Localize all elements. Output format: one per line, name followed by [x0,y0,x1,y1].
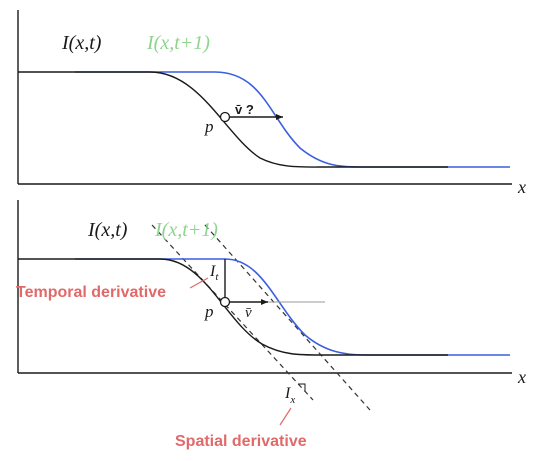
top-point-p [219,111,231,123]
top-x-axis-label: x [517,177,526,197]
Ix-label: Ix [284,385,295,406]
bottom-point-p [219,296,231,308]
Ix-label-sub: x [289,394,295,406]
top-label-It1: I(x,t+1) [146,32,210,54]
top-panel: x I(x,t) I(x,t+1) p v̄ ? [17,10,526,197]
dashed-tangent-right [204,224,371,411]
temporal-derivative-pointer [189,277,209,289]
It-label-main: I [209,263,216,280]
top-label-It: I(x,t) [61,32,102,54]
top-velocity-label: v̄ ? [235,102,254,117]
bottom-point-label: p [204,302,214,321]
bottom-label-It1: I(x,t+1) [154,219,218,241]
bottom-label-It: I(x,t) [87,219,128,241]
bottom-velocity-label: v̄ [245,305,252,321]
bottom-curve-t [18,258,448,356]
spatial-derivative-pointer [279,407,292,426]
bottom-x-axis-label: x [517,367,526,387]
top-curve-t [18,71,448,168]
spatial-derivative-label: Spatial derivative [175,433,307,450]
top-point-label: p [204,117,214,136]
It-label: It [209,263,219,283]
temporal-derivative-label: Temporal derivative [16,284,166,301]
dashed-tangent-left [151,224,314,401]
top-curve-t1 [75,71,510,168]
bottom-panel: x I(x,t) I(x,t+1) It Temporal derivative… [16,200,526,450]
It-label-sub: t [215,271,219,283]
bottom-curve-t1 [75,258,510,356]
Ix-label-main: I [284,385,291,402]
right-angle-marker [298,383,306,391]
